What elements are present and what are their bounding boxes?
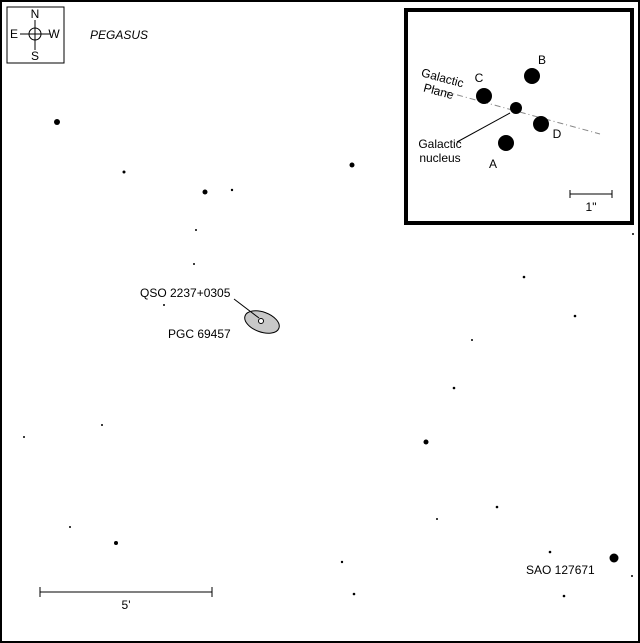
star <box>202 189 208 195</box>
star <box>632 233 634 235</box>
image-a-label: A <box>489 157 497 171</box>
image-b-label: B <box>538 53 546 67</box>
star <box>69 526 71 528</box>
scale-bar: 5' <box>39 587 213 612</box>
star <box>54 119 60 125</box>
compass-south: S <box>31 49 39 63</box>
quasar-label: QSO 2237+0305 <box>140 286 231 300</box>
star <box>522 275 526 279</box>
inset-scale-label: 1" <box>586 200 597 214</box>
galaxy-label: PGC 69457 <box>168 327 231 341</box>
reference-star-label: SAO 127671 <box>526 563 595 577</box>
image-c-dot <box>476 88 492 104</box>
star <box>352 592 356 596</box>
star <box>631 575 633 577</box>
image-b-dot <box>524 68 540 84</box>
field-stars <box>23 119 634 598</box>
star <box>114 541 118 545</box>
quasar-marker <box>258 318 264 324</box>
reference-star <box>609 553 619 563</box>
star <box>573 314 577 318</box>
star <box>471 339 473 341</box>
star <box>193 263 195 265</box>
compass-north: N <box>31 7 40 21</box>
image-d-label: D <box>553 127 562 141</box>
star <box>340 560 344 564</box>
star <box>23 436 25 438</box>
star <box>548 550 552 554</box>
star <box>349 162 355 168</box>
star <box>452 386 456 390</box>
star <box>495 505 499 509</box>
star <box>436 518 438 520</box>
image-d-dot <box>533 116 549 132</box>
galactic-nucleus-dot <box>510 102 522 114</box>
inset-panel: A B C D Galactic Plane Galactic nucleus … <box>404 8 634 225</box>
scale-bar-label: 5' <box>122 598 131 612</box>
star <box>423 439 429 445</box>
nucleus-label-line2: nucleus <box>419 151 460 165</box>
constellation-label: PEGASUS <box>90 28 148 42</box>
nucleus-label-line1: Galactic <box>418 137 461 151</box>
star <box>101 424 103 426</box>
compass-west: W <box>48 27 60 41</box>
star <box>230 188 234 192</box>
image-a-dot <box>498 135 514 151</box>
nucleus-leader <box>456 112 511 143</box>
star <box>122 170 126 174</box>
image-c-label: C <box>475 71 484 85</box>
compass-ring <box>28 27 42 41</box>
star <box>163 304 165 306</box>
compass-east: E <box>10 27 18 41</box>
star <box>562 594 566 598</box>
quasar-leader <box>233 298 260 319</box>
inset-frame <box>404 8 634 225</box>
compass: N S E W <box>6 6 65 64</box>
star <box>195 229 197 231</box>
galaxy-group: QSO 2237+0305 PGC 69457 <box>140 286 280 341</box>
